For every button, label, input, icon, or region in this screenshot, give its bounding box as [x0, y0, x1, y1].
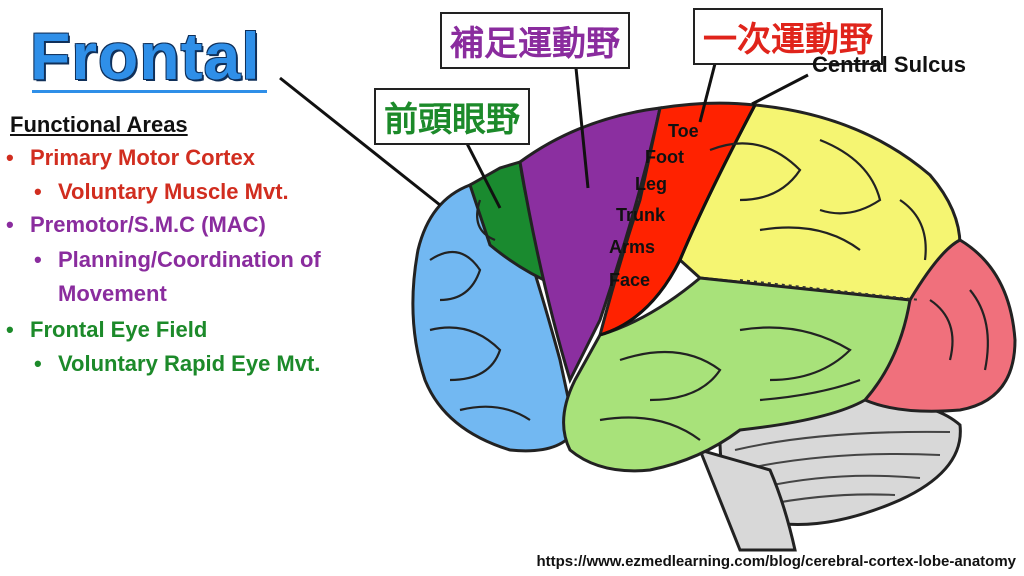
pointer-lines — [279, 51, 809, 209]
body-label-face: Face — [609, 270, 650, 290]
body-label-trunk: Trunk — [616, 205, 666, 225]
page-title: Frontal — [30, 19, 261, 93]
list-item-planning: •Planning/Coordination of — [34, 247, 321, 272]
cerebellum-folia — [734, 430, 951, 506]
occipital-lobe — [863, 238, 1017, 413]
list-item-frontal-eye: •Frontal Eye Field — [6, 317, 208, 342]
parietal-temporal-boundary — [739, 279, 921, 301]
source-url: https://www.ezmedlearning.com/blog/cereb… — [536, 553, 1016, 570]
label-primary-motor-area: 一次運動野 — [693, 8, 883, 65]
label-supplementary-motor-area: 補足運動野 — [440, 12, 630, 69]
body-label-leg: Leg — [635, 174, 667, 194]
title-underline — [32, 90, 267, 93]
body-label-toe: Toe — [668, 121, 699, 141]
body-label-foot: Foot — [645, 147, 684, 167]
list-item-premotor: •Premotor/S.M.C (MAC) — [6, 212, 266, 237]
list-item-movement: Movement — [58, 281, 167, 306]
list-item-primary-motor: •Primary Motor Cortex — [6, 145, 255, 170]
label-frontal-eye-field: 前頭眼野 — [374, 88, 530, 145]
functional-areas-heading: Functional Areas — [10, 112, 188, 137]
brain-stem — [697, 447, 797, 552]
gyri-lines — [429, 138, 989, 441]
premotor-region — [518, 106, 662, 385]
list-item-rapid-eye: •Voluntary Rapid Eye Mvt. — [34, 351, 321, 376]
label-central-sulcus: Central Sulcus — [812, 52, 967, 77]
temporal-lobe — [562, 276, 912, 473]
central-sulcus-line — [599, 104, 757, 337]
body-label-arms: Arms — [609, 237, 655, 257]
list-item-voluntary-muscle: •Voluntary Muscle Mvt. — [34, 179, 289, 204]
